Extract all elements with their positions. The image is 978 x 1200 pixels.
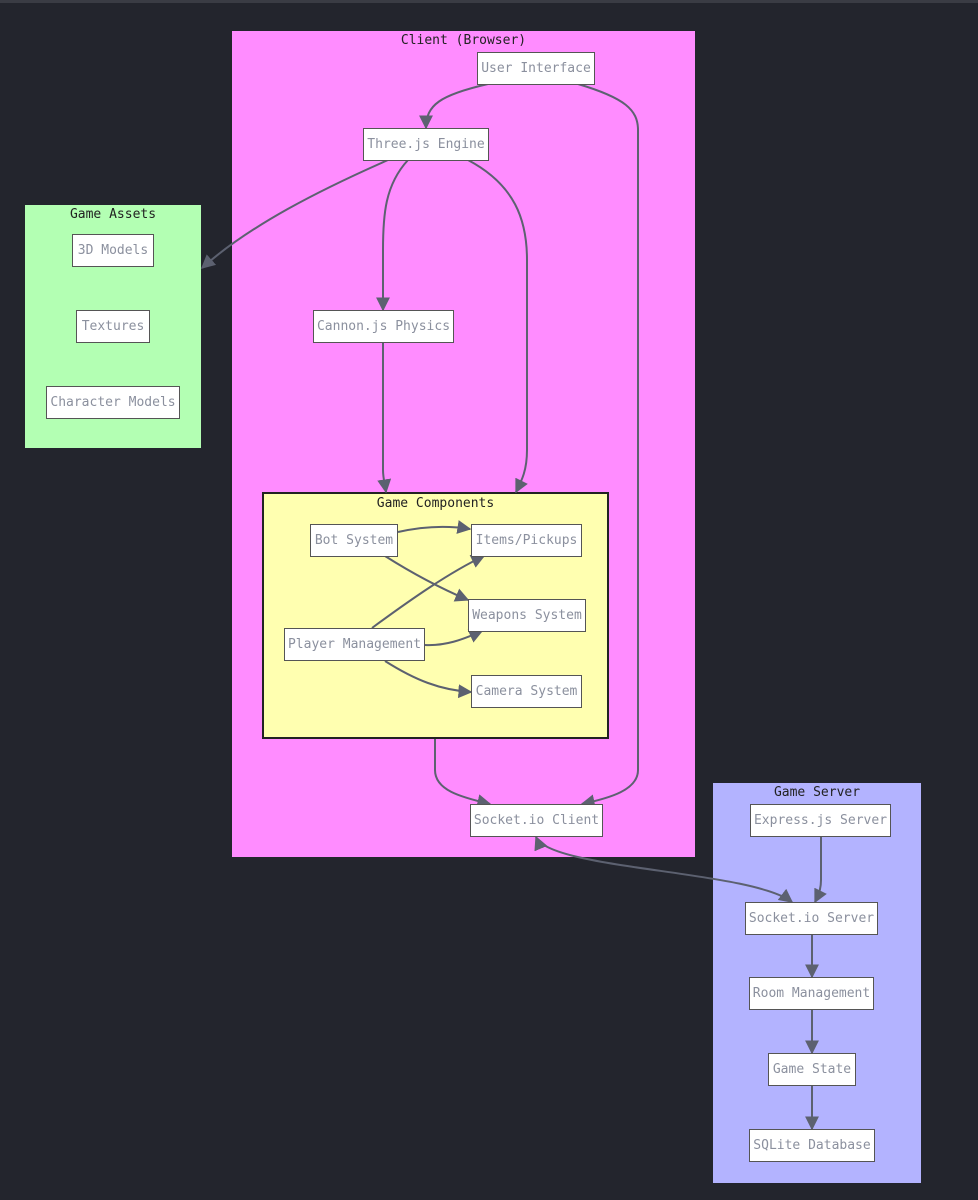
node-threejs-engine[interactable]: Three.js Engine [363,128,489,161]
cluster-title: Game Server [773,785,861,800]
node-socketio-client[interactable]: Socket.io Client [470,804,603,837]
node-cannonjs-physics[interactable]: Cannon.js Physics [313,310,454,343]
node-player-management[interactable]: Player Management [284,628,425,661]
cluster-title: Game Assets [69,207,157,222]
cluster-title: Game Components [376,496,495,511]
node-weapons-system[interactable]: Weapons System [468,599,586,632]
cluster-title: Client (Browser) [400,33,527,48]
node-socketio-server[interactable]: Socket.io Server [745,902,878,935]
node-sqlite-database[interactable]: SQLite Database [749,1129,875,1162]
window-top-border [0,0,978,3]
node-game-state[interactable]: Game State [768,1053,856,1086]
node-camera-system[interactable]: Camera System [471,675,582,708]
node-character-models[interactable]: Character Models [46,386,180,419]
node-user-interface[interactable]: User Interface [477,52,595,85]
node-textures[interactable]: Textures [76,310,150,343]
node-items-pickups[interactable]: Items/Pickups [471,524,582,557]
node-3d-models[interactable]: 3D Models [72,234,154,267]
node-room-management[interactable]: Room Management [749,977,874,1010]
node-expressjs-server[interactable]: Express.js Server [750,804,891,837]
node-bot-system[interactable]: Bot System [310,524,398,557]
